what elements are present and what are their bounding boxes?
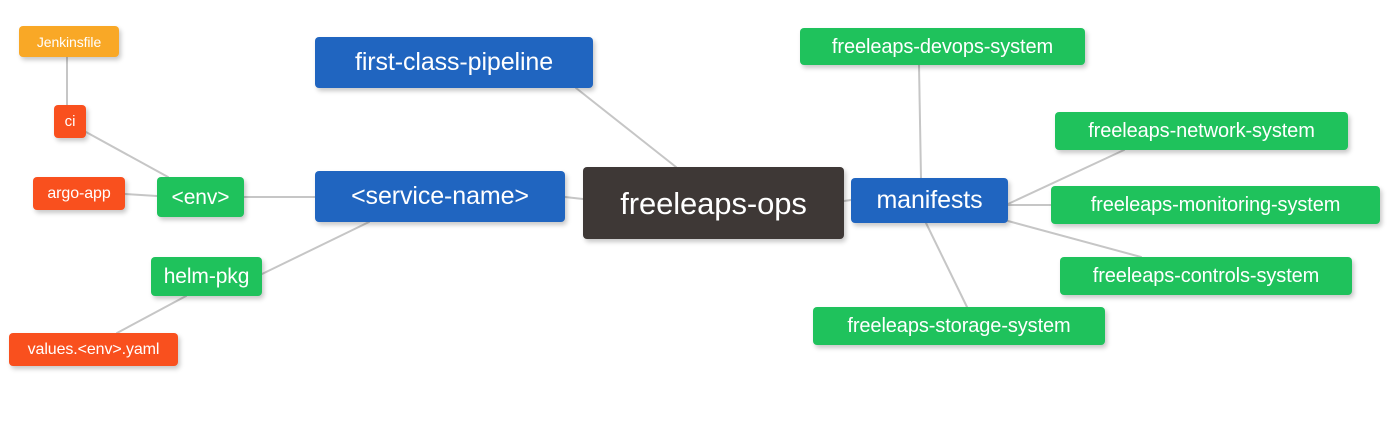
node-helm-pkg[interactable]: helm-pkg	[151, 257, 262, 296]
node-jenkinsfile[interactable]: Jenkinsfile	[19, 26, 119, 57]
node-freeleaps-controls-system[interactable]: freeleaps-controls-system	[1060, 257, 1352, 295]
node-ci[interactable]: ci	[54, 105, 86, 138]
node-freeleaps-network-system[interactable]: freeleaps-network-system	[1055, 112, 1348, 150]
edge-manifests-to-freeleaps-storage-system	[925, 222, 968, 308]
node-argo-app[interactable]: argo-app	[33, 177, 125, 210]
edge-env-to-argo-app	[124, 193, 158, 197]
node-service-name[interactable]: <service-name>	[315, 171, 565, 222]
node-freeleaps-storage-system[interactable]: freeleaps-storage-system	[813, 307, 1105, 345]
node-values-yaml[interactable]: values.<env>.yaml	[9, 333, 178, 366]
node-freeleaps-ops[interactable]: freeleaps-ops	[583, 167, 844, 239]
edge-env-to-ci	[85, 131, 169, 178]
node-manifests[interactable]: manifests	[851, 178, 1008, 223]
edge-freeleaps-ops-to-service-name	[564, 196, 584, 200]
edge-freeleaps-ops-to-first-class-pipeline	[575, 87, 677, 168]
node-freeleaps-monitoring-system[interactable]: freeleaps-monitoring-system	[1051, 186, 1380, 224]
edge-helm-pkg-to-values-yaml	[116, 295, 187, 334]
node-env[interactable]: <env>	[157, 177, 244, 217]
edge-manifests-to-freeleaps-controls-system	[1007, 220, 1142, 258]
edge-service-name-to-helm-pkg	[261, 221, 370, 275]
edge-freeleaps-ops-to-manifests	[843, 199, 852, 202]
edge-manifests-to-freeleaps-devops-system	[918, 64, 922, 179]
node-first-class-pipeline[interactable]: first-class-pipeline	[315, 37, 593, 88]
node-freeleaps-devops-system[interactable]: freeleaps-devops-system	[800, 28, 1085, 65]
